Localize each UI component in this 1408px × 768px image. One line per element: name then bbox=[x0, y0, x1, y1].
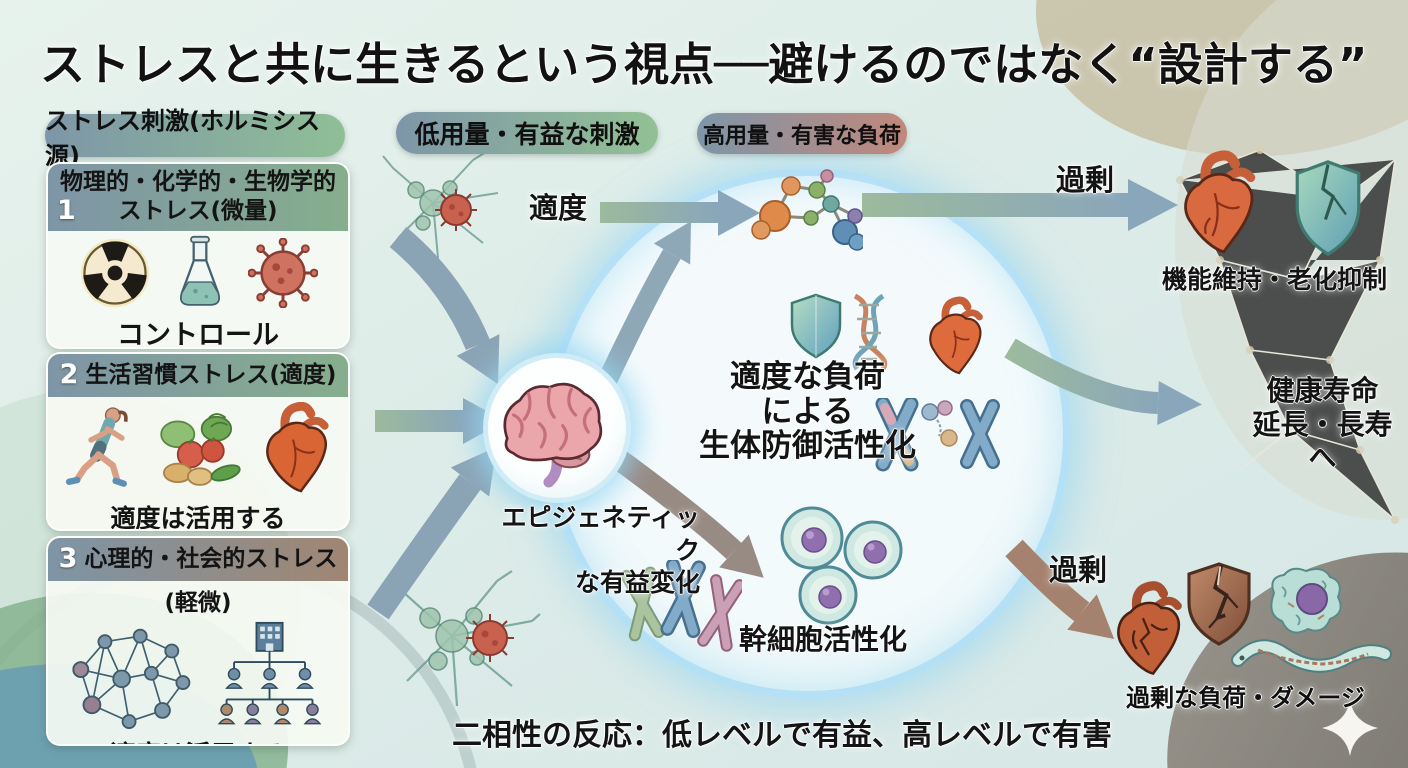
arrow-brain-to-molecule bbox=[590, 221, 691, 401]
card3-header: 3 心理的・社会的ストレス bbox=[48, 538, 348, 581]
stem-cell-label: 幹細胞活性化 bbox=[738, 623, 907, 656]
stress-card-physical: 1 物理的・化学的・生物学的 ストレス(微量) bbox=[46, 162, 350, 349]
heart-icon bbox=[929, 296, 983, 375]
chromosome-icons-right bbox=[875, 398, 1000, 472]
molecule-icon bbox=[751, 169, 863, 251]
damaged-heart-icon bbox=[1117, 581, 1182, 676]
high-dose-pill: 高用量・有害な負荷 bbox=[697, 113, 907, 154]
card3-title: 心理的・社会的ストレス bbox=[84, 545, 338, 572]
sparkle-icon bbox=[1322, 700, 1378, 756]
card3-caption: 適度は活用する bbox=[48, 733, 348, 744]
card1-title: 物理的・化学的・生物学的 ストレス(微量) bbox=[60, 169, 336, 224]
org-chart-icon bbox=[217, 621, 322, 725]
stress-card-lifestyle: 2 生活習慣ストレス(適度) bbox=[46, 352, 350, 531]
low-dose-label: 低用量・有益な刺激 bbox=[414, 120, 640, 149]
shield-icon bbox=[790, 293, 842, 359]
social-network-icon bbox=[72, 628, 191, 729]
chromosome-icons-bottom bbox=[622, 560, 742, 652]
card3-subtitle: (軽微) bbox=[164, 589, 232, 616]
excess-bottom-label: 過剰 bbox=[1048, 553, 1107, 587]
center-benefit-text: 適度な負荷 による 生体防御活性化 bbox=[699, 359, 916, 465]
card2-caption: 適度は活用する bbox=[110, 503, 286, 531]
neuron-decoration-bottom bbox=[389, 570, 541, 707]
arrow-input-bottom bbox=[367, 446, 497, 620]
heart-icon-maintained bbox=[1184, 150, 1256, 254]
dna-icon bbox=[852, 293, 888, 371]
brain-icon bbox=[503, 382, 603, 488]
radiation-icon bbox=[80, 238, 150, 307]
card1-header: 1 物理的・化学的・生物学的 ストレス(微量) bbox=[48, 164, 348, 231]
damaged-cell-icon bbox=[1270, 567, 1342, 634]
page-title: ストレスと共に生きるという視点──避けるのではなく“設計する” bbox=[40, 38, 1368, 91]
card1-caption: コントロール bbox=[117, 319, 279, 349]
stress-card-psychosocial: 3 心理的・社会的ストレス (軽微) bbox=[46, 536, 350, 746]
healthspan-text: 健康寿命 延長・長寿へ bbox=[1252, 374, 1393, 475]
arrow-excess-bottom bbox=[1005, 539, 1115, 639]
card1-number: 1 bbox=[57, 194, 76, 226]
maintain-label: 機能維持・老化抑制 bbox=[1161, 265, 1387, 294]
sidebar-header-pill: ストレス刺激(ホルミシス源) bbox=[45, 107, 345, 170]
runner-icon bbox=[65, 407, 128, 487]
arrow-moderate bbox=[600, 190, 760, 236]
card2-number: 2 bbox=[59, 359, 79, 390]
excess-top-label: 過剰 bbox=[1055, 163, 1114, 197]
moderate-label: 適度 bbox=[528, 191, 587, 225]
low-dose-pill: 低用量・有益な刺激 bbox=[396, 112, 658, 154]
card3-number: 3 bbox=[58, 543, 78, 574]
broken-shield-icon bbox=[1187, 562, 1251, 646]
epigenetic-text: エピジェネティック な有益変化 bbox=[501, 503, 700, 597]
neuron-decoration-top bbox=[382, 151, 499, 259]
damage-label: 過剰な負荷・ダメージ bbox=[1126, 684, 1365, 712]
arrow-input-top bbox=[389, 227, 500, 385]
heart-icon bbox=[266, 401, 329, 493]
vegetables-icon bbox=[160, 412, 241, 486]
brain-circle bbox=[483, 353, 631, 503]
card2-title: 生活習慣ストレス(適度) bbox=[85, 361, 337, 388]
stem-cell-icons bbox=[780, 506, 903, 625]
high-dose-label: 高用量・有害な負荷 bbox=[702, 123, 901, 149]
arrow-excess-top bbox=[862, 179, 1178, 231]
worm-icon bbox=[1231, 639, 1392, 673]
arrow-healthspan bbox=[1004, 338, 1202, 425]
card2-header: 2 生活習慣ストレス(適度) bbox=[48, 354, 348, 397]
sidebar-header-label: ストレス刺激(ホルミシス源) bbox=[45, 106, 320, 170]
footer-caption: 二相性の反応：低レベルで有益、高レベルで有害 bbox=[452, 718, 1112, 753]
virus-icon bbox=[248, 237, 318, 308]
flask-icon bbox=[179, 235, 221, 306]
cracked-green-shield-icon bbox=[1295, 160, 1361, 257]
